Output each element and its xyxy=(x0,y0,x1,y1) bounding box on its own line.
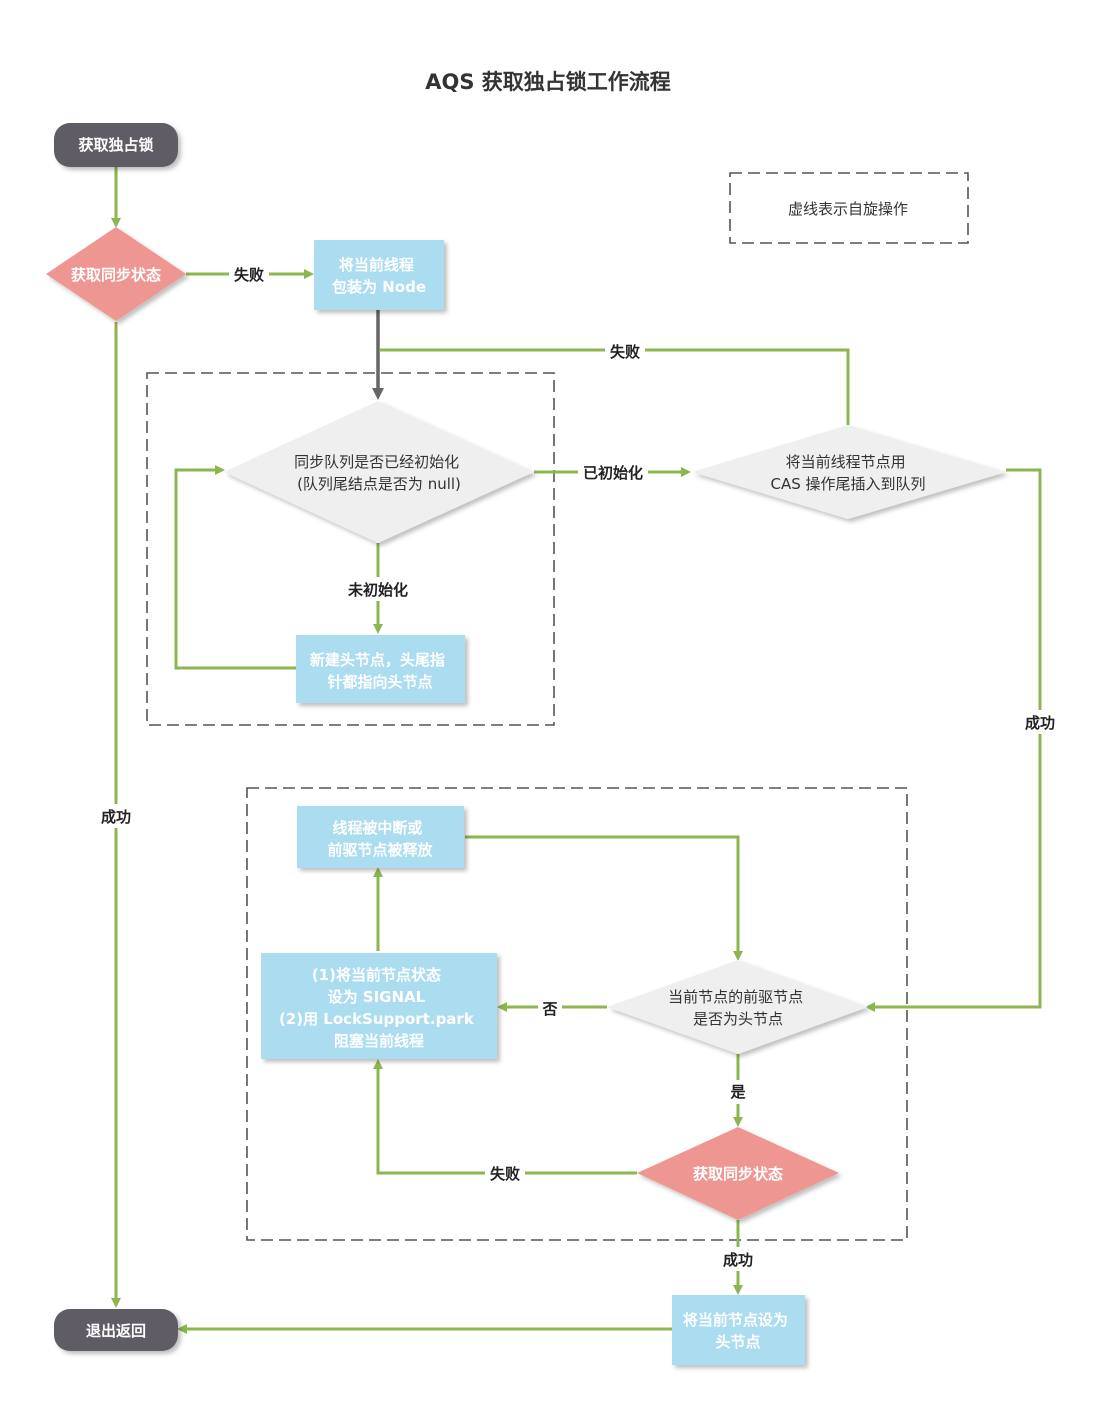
node-start-label: 获取独占锁 xyxy=(78,136,153,154)
pred-line-1: 当前节点的前驱节点 xyxy=(668,988,803,1006)
node-interrupted-text: 线程被中断或 前驱节点被释放 xyxy=(327,819,433,859)
label-success-2: 成功 xyxy=(723,1251,753,1269)
wrap-line-2: 包装为 Node xyxy=(332,278,426,296)
node-acquire-state-2 xyxy=(637,1127,839,1220)
park-line-2: 设为 SIGNAL xyxy=(328,988,426,1006)
label-not-initialized: 未初始化 xyxy=(347,581,408,599)
label-fail-2: 失败 xyxy=(490,1165,520,1183)
edge-acquire2-fail xyxy=(373,1059,637,1175)
new-head-line-2: 针都指向头节点 xyxy=(327,673,432,691)
label-yes: 是 xyxy=(729,1083,746,1101)
park-line-4: 阻塞当前线程 xyxy=(334,1032,424,1050)
node-park-text: (1)将当前节点状态 设为 SIGNAL (2)用 LockSupport.pa… xyxy=(279,966,479,1050)
node-set-head xyxy=(672,1295,805,1365)
legend-text: 虚线表示自旋操作 xyxy=(788,200,908,218)
pred-line-2: 是否为头节点 xyxy=(693,1010,783,1028)
node-acquire-state-1 xyxy=(46,227,186,321)
diagram-title: AQS 获取独占锁工作流程 xyxy=(425,70,671,94)
label-initialized: 已初始化 xyxy=(583,464,643,482)
set-head-line-1: 将当前节点设为 xyxy=(683,1311,788,1329)
node-wrap-node-text: 将当前线程 包装为 Node xyxy=(332,256,426,296)
node-park xyxy=(261,953,497,1059)
label-success-1: 成功 xyxy=(101,808,131,826)
label-cas-fail: 失败 xyxy=(610,343,640,361)
spin-region-init xyxy=(146,372,555,726)
node-acquire-state-1-label: 获取同步状态 xyxy=(71,266,161,284)
node-start xyxy=(54,123,178,167)
node-new-head-text: 新建头节点，头尾指 针都指向头节点 xyxy=(310,651,450,691)
queue-init-line-2: (队列尾结点是否为 null) xyxy=(297,475,461,493)
legend-box xyxy=(729,172,969,244)
node-pred-is-head-text: 当前节点的前驱节点 是否为头节点 xyxy=(668,988,808,1028)
edge-cas-success xyxy=(865,468,1042,1012)
edge-interrupted-pred xyxy=(465,835,743,961)
node-set-head-text: 将当前节点设为 头节点 xyxy=(683,1311,793,1351)
node-exit xyxy=(54,1309,178,1351)
node-acquire-state-2-label: 获取同步状态 xyxy=(693,1165,783,1183)
node-queue-initialized xyxy=(224,401,534,543)
node-pred-is-head xyxy=(607,960,868,1054)
spin-region-acquire xyxy=(246,787,908,1241)
set-head-line-2: 头节点 xyxy=(715,1333,760,1351)
label-cas-success: 成功 xyxy=(1025,714,1055,732)
label-no: 否 xyxy=(541,1000,557,1018)
node-interrupted xyxy=(297,806,464,868)
node-queue-initialized-text: 同步队列是否已经初始化 (队列尾结点是否为 null) xyxy=(294,453,464,493)
label-fail-1: 失败 xyxy=(234,266,264,284)
node-cas-insert-text: 将当前线程节点用 CAS 操作尾插入到队列 xyxy=(770,453,925,493)
queue-init-line-1: 同步队列是否已经初始化 xyxy=(294,453,459,471)
edge-cas-fail xyxy=(380,348,850,425)
park-line-1: (1)将当前节点状态 xyxy=(312,966,441,984)
node-wrap-node xyxy=(314,240,444,310)
cas-line-1: 将当前线程节点用 xyxy=(786,453,906,471)
node-cas-insert xyxy=(692,425,1006,519)
interrupted-line-1: 线程被中断或 xyxy=(332,819,422,837)
node-new-head xyxy=(296,635,465,703)
new-head-line-1: 新建头节点，头尾指 xyxy=(310,651,445,669)
interrupted-line-2: 前驱节点被释放 xyxy=(327,841,433,859)
wrap-line-1: 将当前线程 xyxy=(339,256,414,274)
cas-line-2: CAS 操作尾插入到队列 xyxy=(770,475,925,493)
node-exit-label: 退出返回 xyxy=(86,1322,146,1340)
edge-newhead-loop xyxy=(174,465,296,670)
park-line-3: (2)用 LockSupport.park xyxy=(279,1010,475,1028)
